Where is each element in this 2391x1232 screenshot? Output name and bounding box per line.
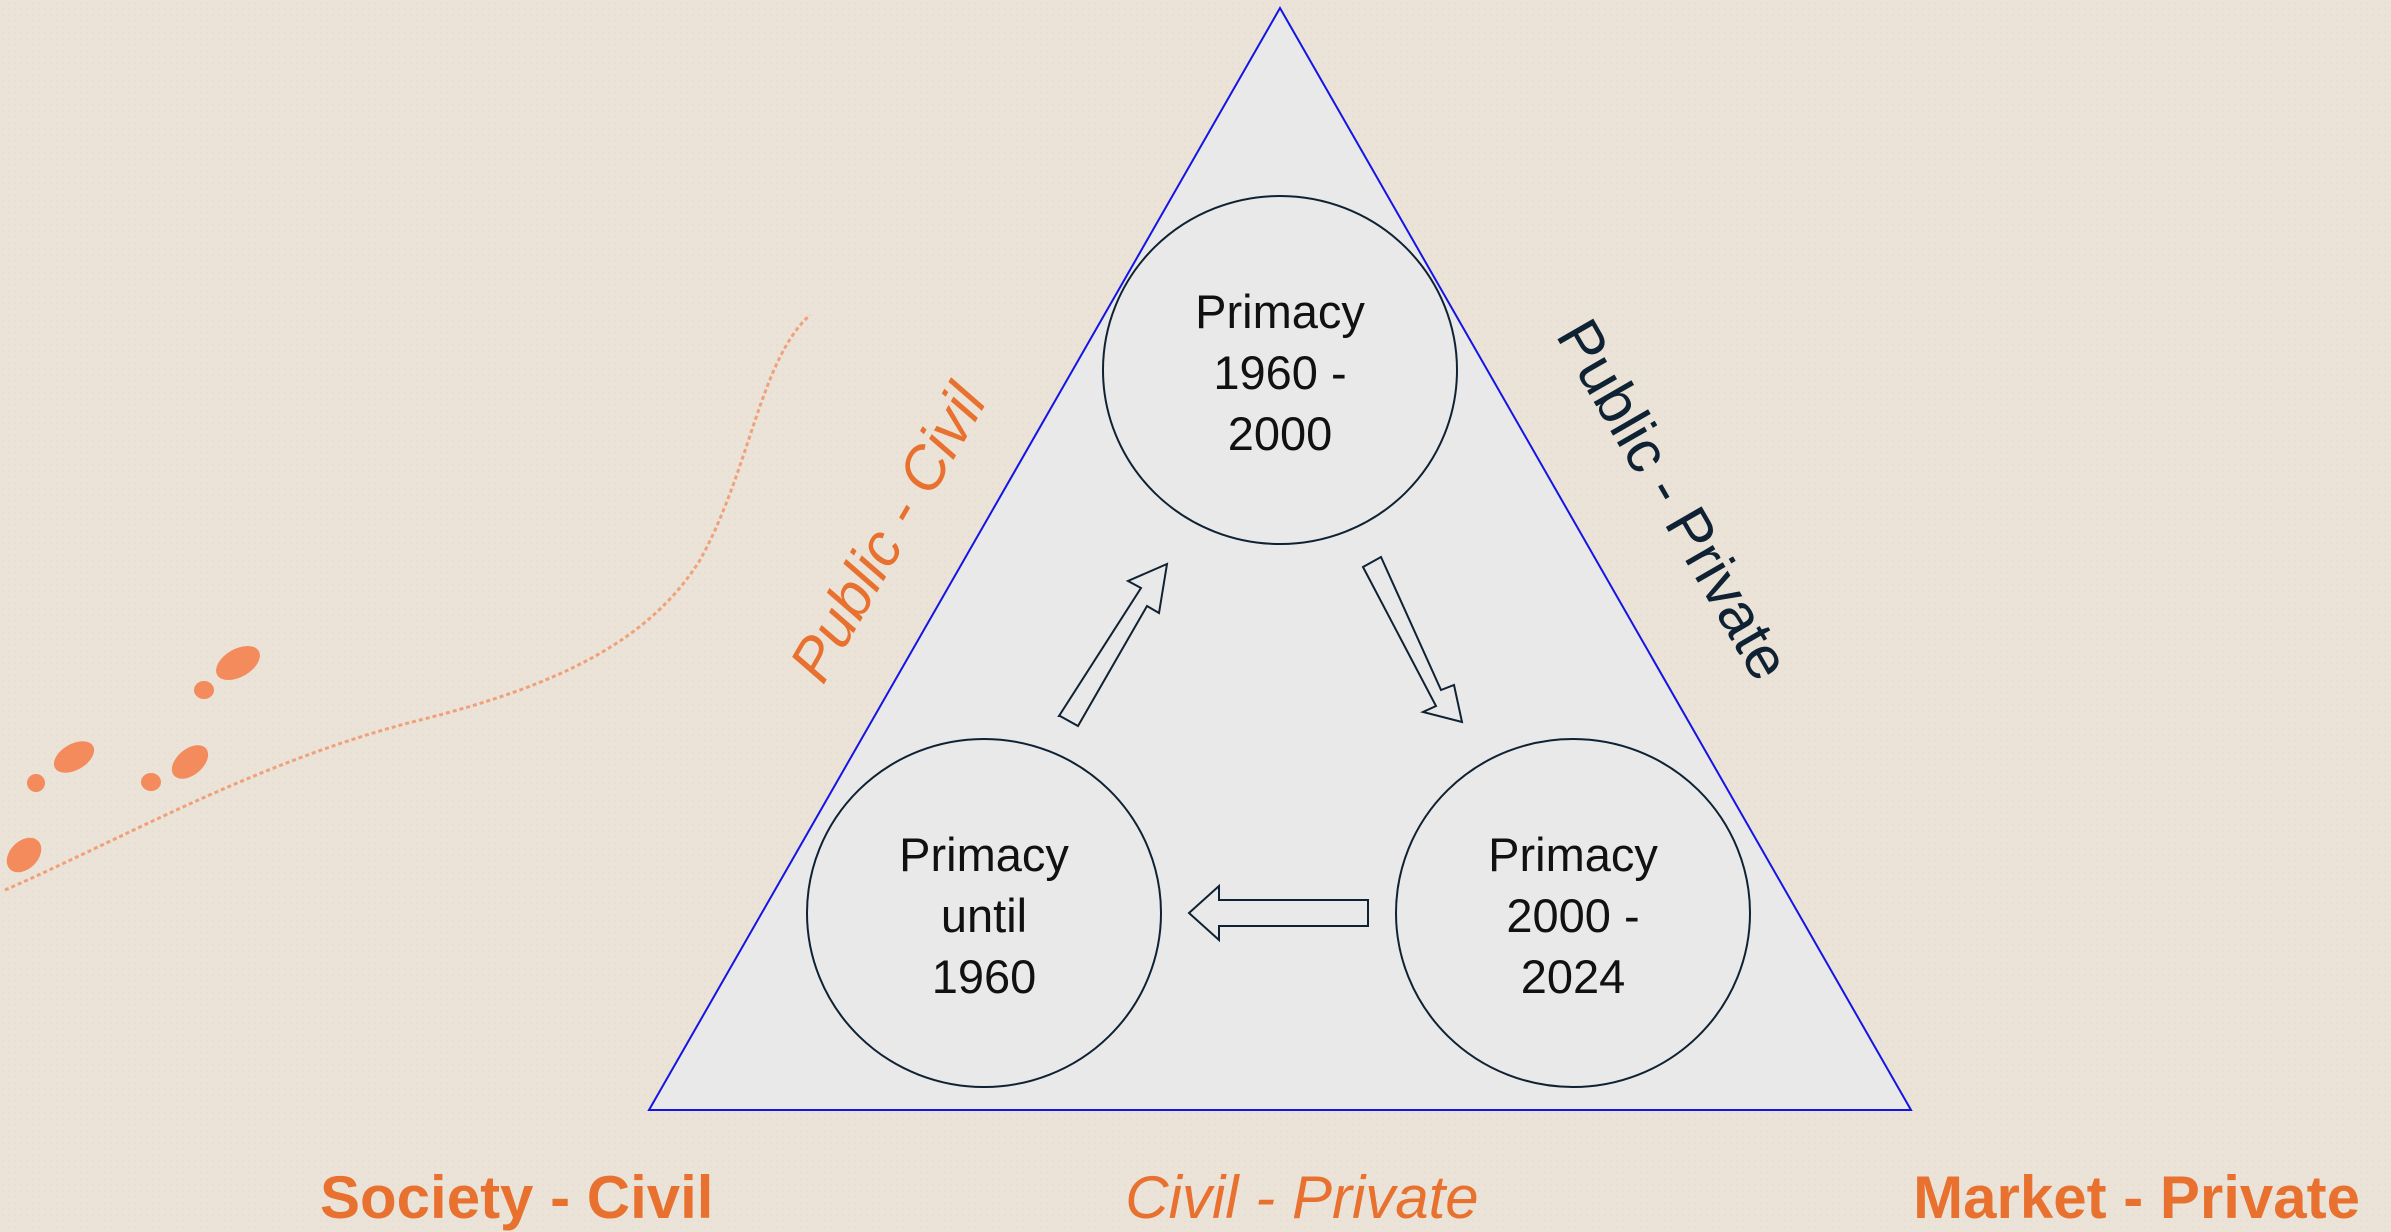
arrow-top-to-right (1361, 555, 1464, 724)
footprint (53, 741, 95, 773)
circle-left-line1: Primacy (899, 828, 1069, 881)
circle-top: Primacy 1960 - 2000 (1102, 195, 1458, 545)
circle-left: Primacy until 1960 (806, 738, 1162, 1088)
circle-right-line3: 2024 (1521, 950, 1626, 1003)
circle-right-line2: 2000 - (1506, 889, 1639, 942)
arrow-left-to-top (1057, 562, 1169, 728)
corner-label-left: Society - Civil (320, 1164, 713, 1231)
corner-label-bottom: Civil - Private (1125, 1164, 1478, 1231)
footprint-trail (4, 313, 812, 892)
circle-left-line2: until (941, 889, 1027, 942)
footprints-icon (4, 313, 812, 892)
arrow-right-to-left (1187, 883, 1369, 943)
circle-top-line3: 2000 (1228, 407, 1333, 460)
footprint (27, 774, 45, 792)
circle-left-line3: 1960 (932, 950, 1037, 1003)
footprint (194, 681, 214, 699)
circle-top-line1: Primacy (1195, 285, 1365, 338)
footprint (141, 773, 161, 791)
circle-right: Primacy 2000 - 2024 (1395, 738, 1751, 1088)
footprint (6, 837, 42, 873)
footprint (216, 645, 260, 681)
circle-top-line2: 1960 - (1213, 346, 1346, 399)
footprint (171, 745, 209, 779)
circle-right-line1: Primacy (1488, 828, 1658, 881)
corner-label-right: Market - Private (1913, 1164, 2360, 1231)
